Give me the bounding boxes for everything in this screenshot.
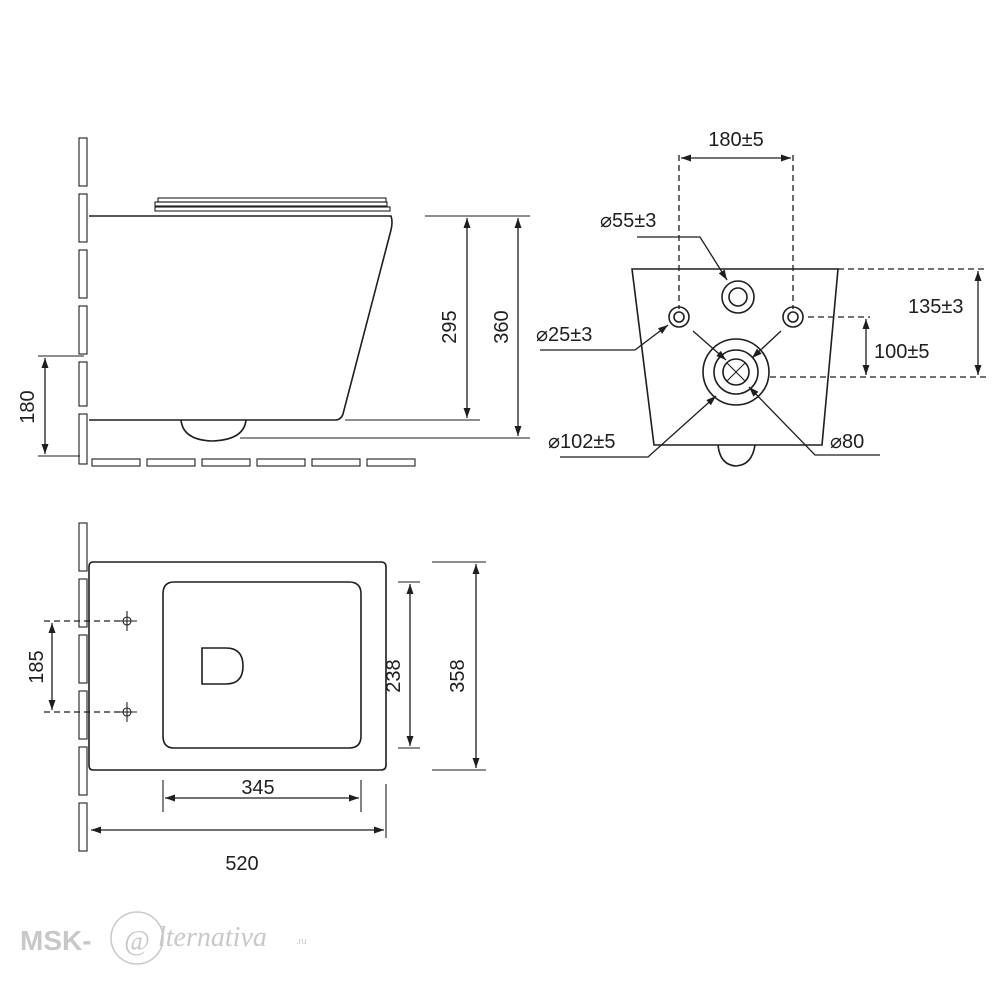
side-view: 295 360 180 xyxy=(17,137,530,467)
inlet-hole-inner xyxy=(728,287,748,307)
drain-opening xyxy=(201,647,244,685)
watermark-at-circle xyxy=(110,911,164,965)
label-inlet-height: 135±3 xyxy=(908,296,963,318)
watermark-logo: MSK- @ lternativa .ru xyxy=(20,911,307,965)
floor-segments xyxy=(91,458,416,467)
outlet-pipe xyxy=(180,419,247,442)
label-height-total: 360 xyxy=(491,310,513,343)
bolt-hole-right-outer xyxy=(782,306,804,328)
label-bolt-diameter: ⌀25±3 xyxy=(536,324,592,346)
bolt-hole-right-inner xyxy=(787,311,799,323)
label-inlet-diameter: ⌀55±3 xyxy=(600,210,656,232)
top-view: 185 238 358 345 520 xyxy=(26,522,486,875)
watermark-prefix: MSK- xyxy=(20,925,92,956)
label-bolt-height: 100±5 xyxy=(874,341,929,363)
leader-outlet-inner xyxy=(748,386,880,456)
bolt-hole-left-inner xyxy=(673,311,685,323)
label-fixing-height: 180 xyxy=(17,390,39,423)
label-bowl-length: 345 xyxy=(241,777,274,799)
leader-bolt-left-inner xyxy=(692,330,727,361)
seat-lid xyxy=(154,197,391,212)
label-bowl-width: 238 xyxy=(383,659,405,692)
leader-bolt-right-inner xyxy=(751,330,782,359)
leader-outlet-outer xyxy=(560,395,717,458)
label-height-bowl: 295 xyxy=(439,310,461,343)
label-total-width: 358 xyxy=(447,659,469,692)
back-body xyxy=(631,268,839,446)
outlet-inner-circle xyxy=(713,349,759,395)
wall-segments xyxy=(78,137,88,465)
back-outlet xyxy=(717,444,756,467)
label-outlet-outer-diameter: ⌀102±5 xyxy=(548,431,616,453)
outlet-outer-circle xyxy=(702,338,770,406)
inlet-hole-outer xyxy=(721,280,755,314)
leader-bolt xyxy=(540,324,669,351)
label-outlet-inner-diameter: ⌀80 xyxy=(830,431,864,453)
outlet-core-circle xyxy=(722,358,750,386)
label-bolt-spacing-back: 180±5 xyxy=(708,129,763,151)
top-outer-outline xyxy=(88,561,387,771)
label-bolt-spacing-top: 185 xyxy=(26,650,48,683)
bolt-marker-top xyxy=(117,611,137,631)
bolt-marker-bottom xyxy=(117,702,137,722)
back-view: 180±5 ⌀55±3 ⌀25±3 135±3 100±5 ⌀102±5 ⌀80 xyxy=(536,129,988,467)
watermark-tld: .ru xyxy=(296,936,307,946)
bolt-hole-left-outer xyxy=(668,306,690,328)
watermark-at-symbol: @ xyxy=(124,926,150,957)
top-bowl-opening xyxy=(162,581,362,749)
bowl-body xyxy=(89,215,393,421)
label-total-length: 520 xyxy=(225,853,258,875)
watermark-suffix: lternativa xyxy=(158,922,267,953)
top-wall-segments xyxy=(78,522,88,852)
leader-inlet xyxy=(637,236,728,281)
